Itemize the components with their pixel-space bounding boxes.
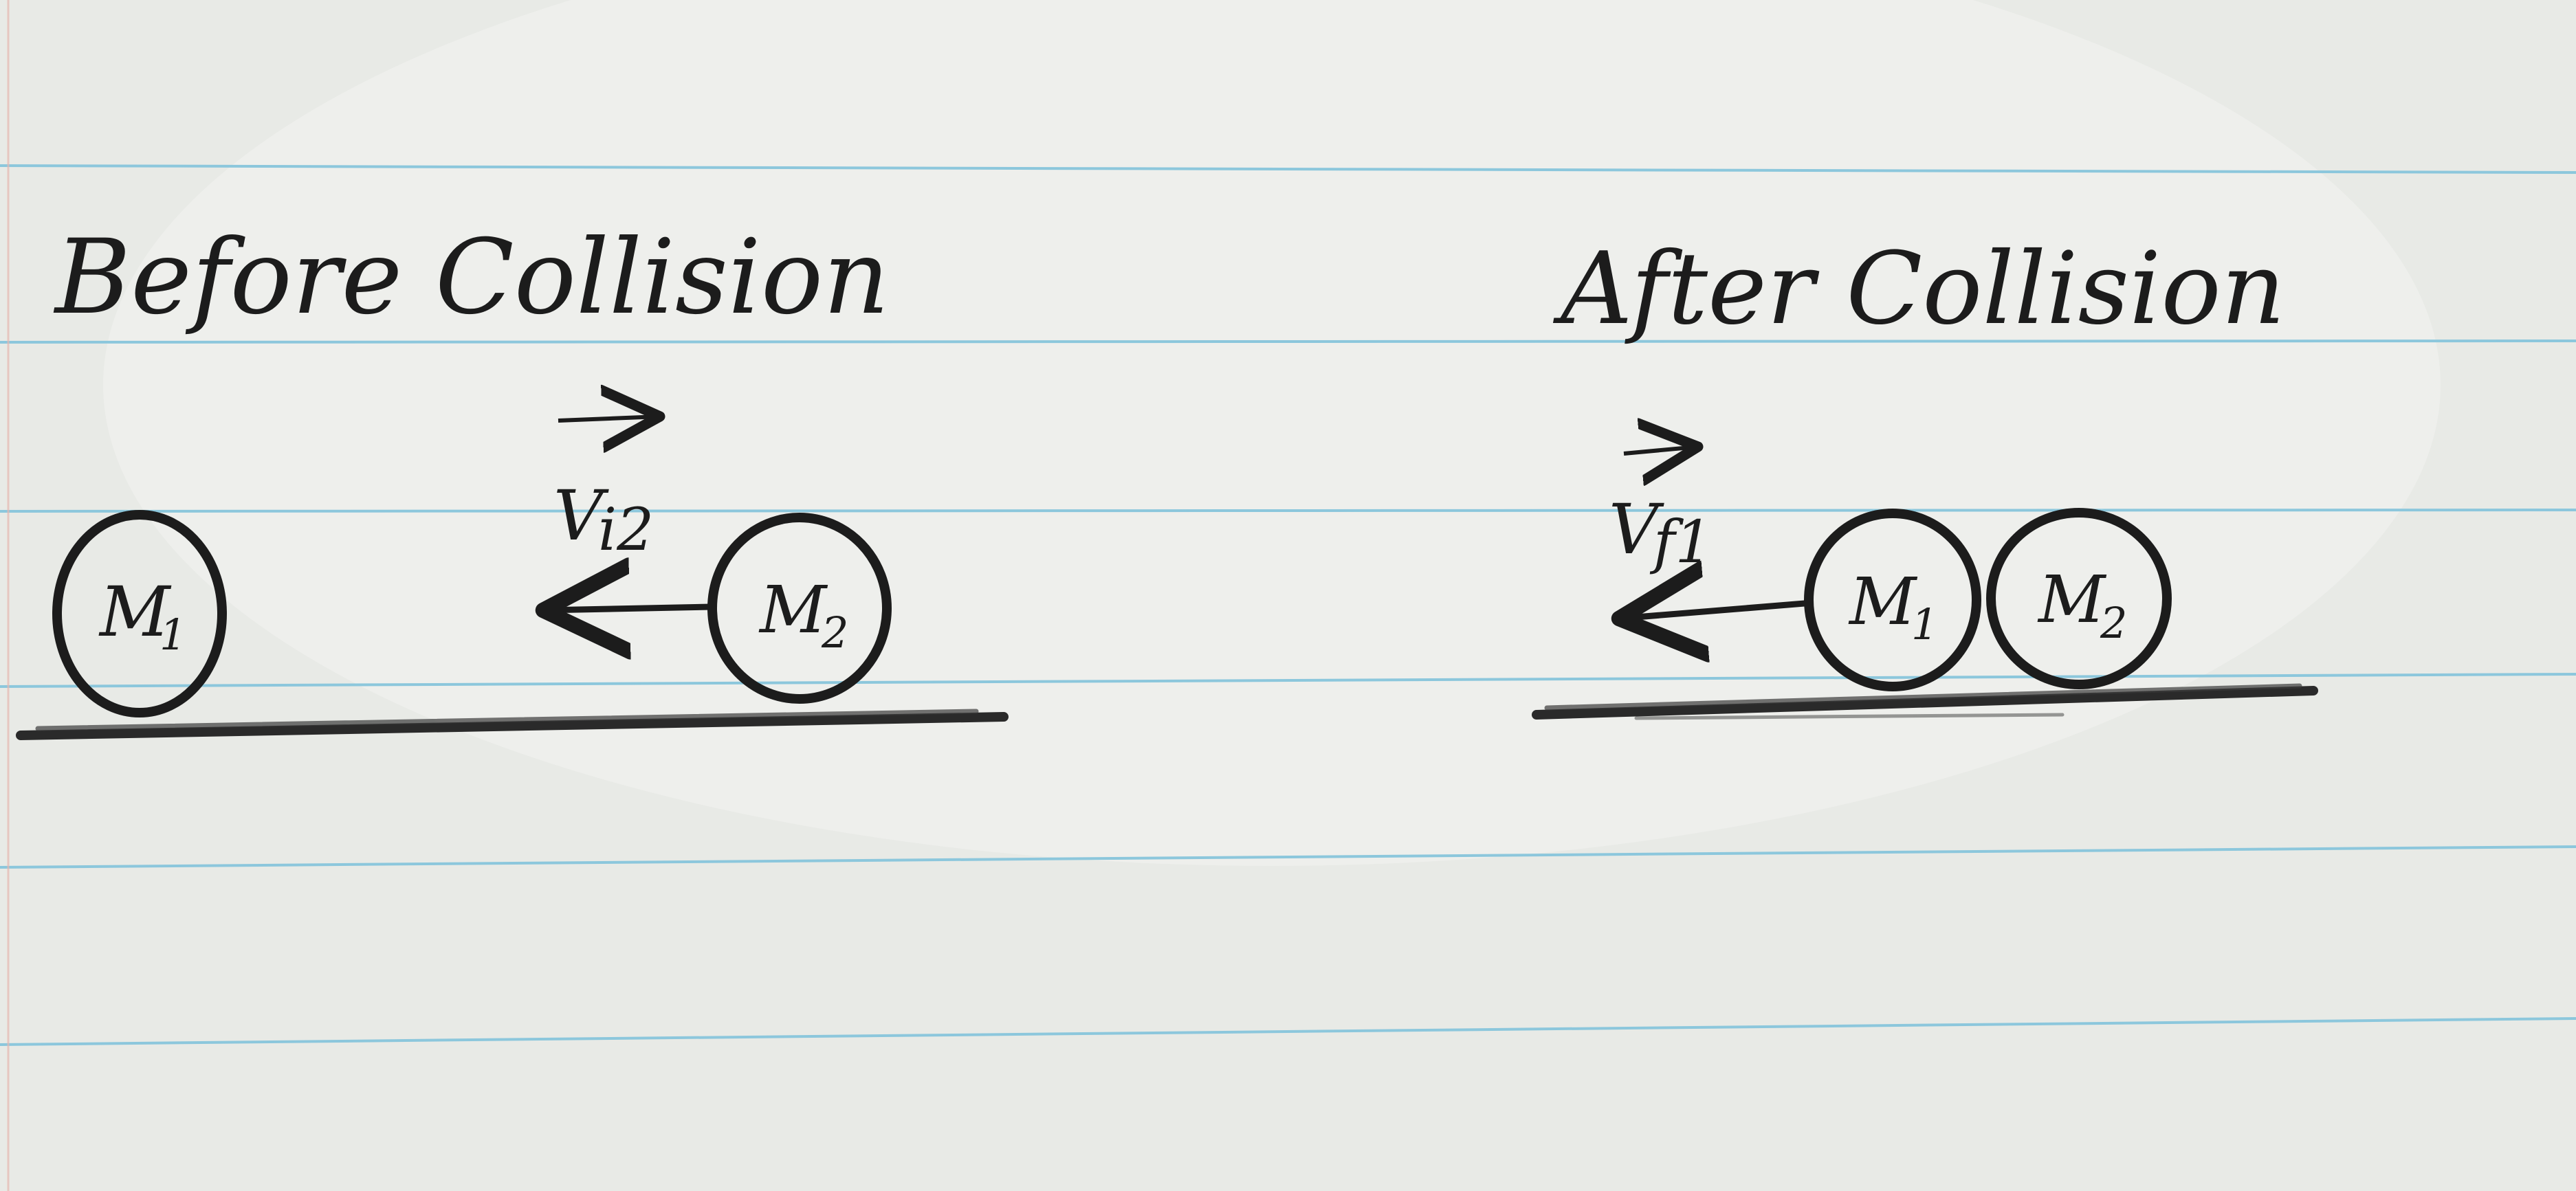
after-mass-1-label: M <box>1848 564 1918 640</box>
after-mass-1-subscript: 1 <box>1911 599 1938 649</box>
after-mass-1-ball: M 1 <box>1804 509 1981 691</box>
ground-stroke <box>16 712 1009 740</box>
vector-overbar-arrow <box>558 416 660 421</box>
after-collision-panel: After Collision V f1 M 1 M 2 <box>1532 231 2318 720</box>
before-velocity-arrow <box>543 607 715 610</box>
ruled-line <box>0 164 2576 174</box>
ball-outline <box>52 510 227 717</box>
ground-stroke <box>1544 683 2302 711</box>
ball-outline <box>1986 508 2172 689</box>
after-ground-line <box>1532 683 2318 720</box>
ground-stroke <box>1532 686 2318 720</box>
before-mass-2-label: M <box>758 572 828 648</box>
after-title: After Collision <box>1552 231 2285 347</box>
after-mass-2-subscript: 2 <box>2100 598 2127 648</box>
paper-highlight <box>103 0 2441 866</box>
before-mass-1-subscript: 1 <box>159 610 186 660</box>
ruled-line <box>0 509 2576 513</box>
after-velocity-arrow <box>1619 603 1808 619</box>
before-mass-2-subscript: 2 <box>821 608 848 658</box>
before-velocity-symbol: V <box>553 476 609 556</box>
vector-overbar-arrow <box>1623 447 1698 454</box>
ground-stroke <box>35 709 979 731</box>
before-velocity-subscript: i2 <box>598 496 654 564</box>
ball-outline <box>707 513 892 704</box>
ruled-line <box>0 340 2576 344</box>
before-velocity-label: V i2 <box>553 416 660 564</box>
ruled-line <box>0 673 2576 688</box>
before-mass-1-label: M <box>98 572 172 652</box>
before-collision-panel: Before Collision V i2 M 1 M 2 <box>16 218 1009 740</box>
after-velocity-subscript: f1 <box>1649 509 1713 577</box>
after-mass-2-ball: M 2 <box>1986 508 2172 689</box>
before-ground-line <box>16 709 1009 740</box>
before-title: Before Collision <box>53 218 890 337</box>
after-mass-2-label: M <box>2037 562 2107 638</box>
ground-stroke <box>1634 713 2065 720</box>
ruled-line <box>0 1017 2576 1046</box>
before-mass-1-ball: M 1 <box>52 510 227 717</box>
ball-outline <box>1804 509 1981 691</box>
before-mass-2-ball: M 2 <box>707 513 892 704</box>
after-velocity-symbol: V <box>1609 489 1664 570</box>
ruled-line <box>0 845 2576 869</box>
ruled-lines <box>0 164 2576 1046</box>
